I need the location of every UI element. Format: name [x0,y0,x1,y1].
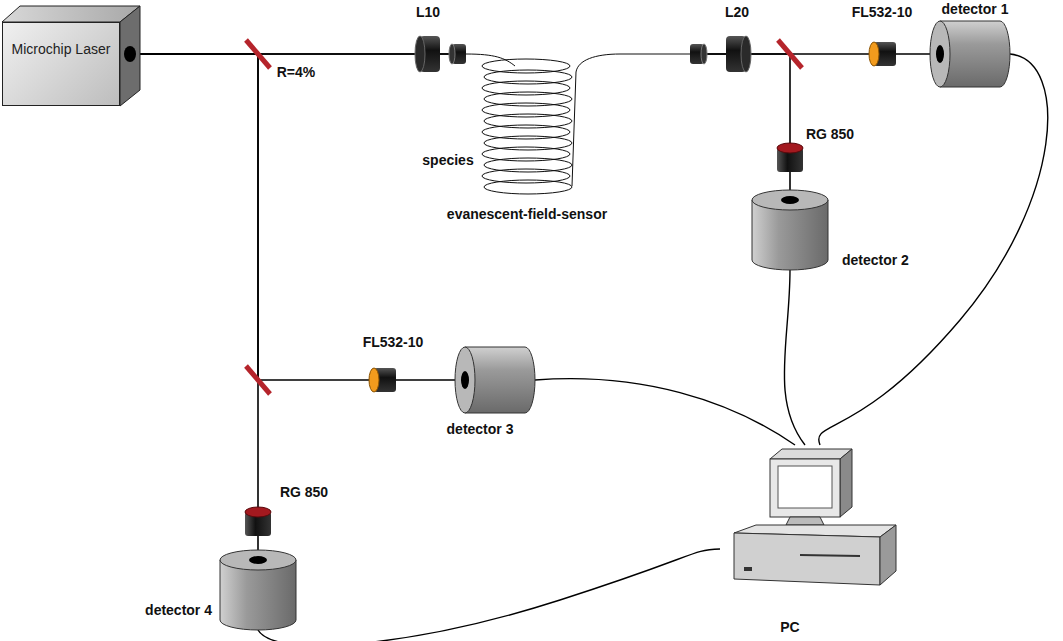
detector-shape [930,21,1010,87]
laser-box: Microchip Laser [2,22,120,106]
pc-shape [720,445,900,587]
part-label: RG 850 [280,484,328,500]
signal-cable [258,549,720,641]
part-label: evanescent-field-sensor [447,206,607,222]
signal-cable [535,379,795,445]
detector: detector 1 [930,21,1010,87]
pc: PC [720,445,900,587]
signal-cable [784,270,805,445]
part-label: FL532-10 [363,334,424,350]
part-label: RG 850 [806,126,854,142]
detector: detector 3 [455,347,535,413]
bandpass-filter [369,368,396,392]
laser-top-face [2,6,140,22]
detector-shape [220,550,296,630]
detector-label: detector 3 [447,421,514,437]
detector-shape [752,190,828,270]
laser-beam [120,54,258,550]
beam-splitter [246,40,270,68]
detector-label: detector 2 [842,252,909,268]
signal-cable [819,54,1048,445]
longpass-filter [777,143,803,172]
bandpass-filter [869,42,896,66]
detector: detector 4 [220,550,296,630]
laser-beam [120,54,455,380]
beam-splitter [246,366,270,394]
detector: detector 2 [752,190,828,270]
evanescent-field-sensor-coil [466,54,690,194]
detector-label: detector 4 [145,602,212,618]
lens [690,36,751,72]
beam-splitter [778,40,802,68]
laser-side-face [120,6,140,106]
laser-aperture [124,46,136,62]
part-label: species [422,152,473,168]
part-label: R=4% [277,64,316,80]
part-label: L10 [416,4,440,20]
part-label: FL532-10 [852,4,913,20]
computer-label: PC [780,619,799,635]
laser-beam [120,54,790,190]
lens [415,36,466,72]
detector-shape [455,347,535,413]
longpass-filter [245,507,271,536]
laser-name: Microchip Laser [3,23,119,76]
detector-label: detector 1 [942,1,1009,17]
part-label: L20 [725,4,749,20]
